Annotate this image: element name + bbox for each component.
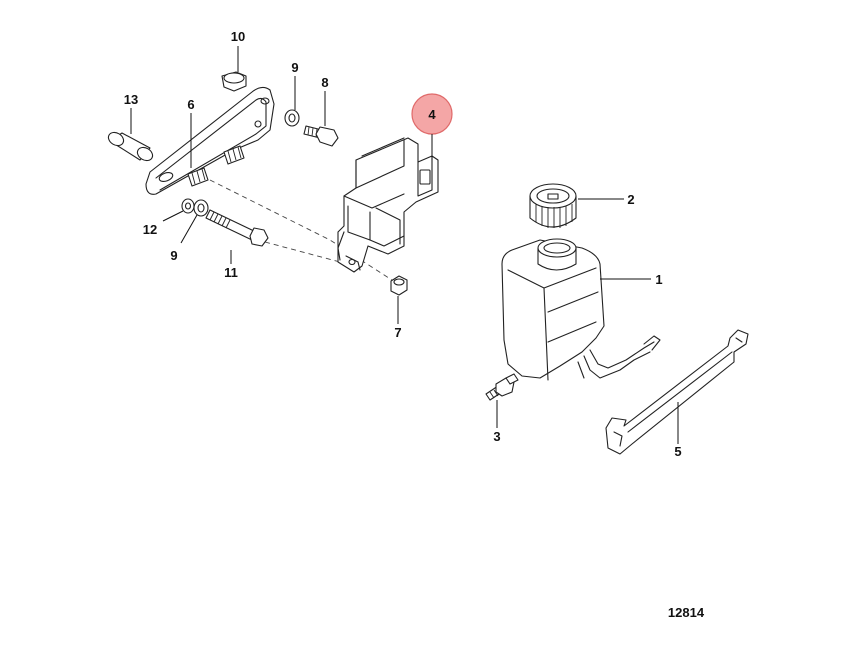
- callout-2: 2: [627, 192, 634, 207]
- callout-7: 7: [394, 325, 401, 340]
- callout-12: 12: [143, 222, 157, 237]
- bracket-studs: [187, 145, 245, 187]
- part-6-bracket-plate[interactable]: [145, 86, 275, 195]
- drawing-number: 12814: [668, 605, 705, 620]
- callout-4: 4: [428, 107, 436, 122]
- part-3-fitting[interactable]: [485, 373, 519, 401]
- callout-8: 8: [321, 75, 328, 90]
- part-4-mounting-bracket[interactable]: [337, 137, 439, 273]
- callout-3: 3: [493, 429, 500, 444]
- callout-9-upper: 9: [291, 60, 298, 75]
- part-7-nut[interactable]: [390, 275, 408, 296]
- callout-10: 10: [231, 29, 245, 44]
- leader-lines: [130, 46, 679, 444]
- callout-11: 11: [224, 265, 238, 280]
- part-9-washer-upper[interactable]: [284, 109, 300, 127]
- callout-1: 1: [655, 272, 662, 287]
- assembly-guide-lines: [209, 179, 396, 283]
- callout-5: 5: [674, 444, 681, 459]
- callout-13: 13: [124, 92, 138, 107]
- callout-9-lower: 9: [170, 248, 177, 263]
- callout-6: 6: [187, 97, 194, 112]
- part-13-sleeve[interactable]: [106, 130, 155, 163]
- part-12-washer[interactable]: [181, 198, 195, 214]
- part-2-reservoir-cap[interactable]: [529, 183, 577, 228]
- part-5-mounting-strap[interactable]: [605, 329, 749, 455]
- part-8-bolt[interactable]: [303, 125, 339, 147]
- part-1-reservoir-tank[interactable]: [501, 238, 661, 381]
- callout-labels: 10 13 6 9 8 4 2 1 12 9 11 7 3 5: [124, 29, 682, 459]
- part-11-long-bolt[interactable]: [205, 209, 269, 247]
- part-9-washer-lower[interactable]: [193, 199, 209, 217]
- part-10-spacer[interactable]: [221, 71, 247, 92]
